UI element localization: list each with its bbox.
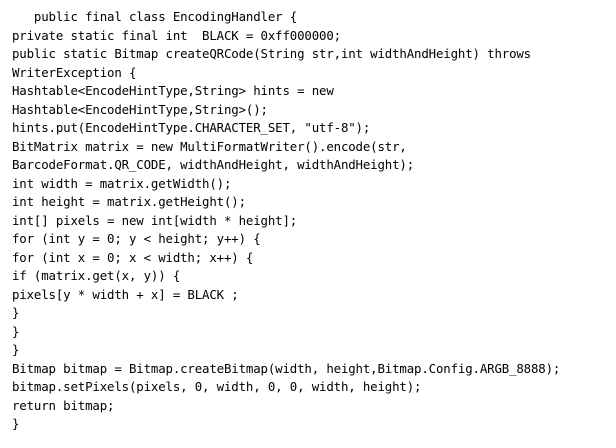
code-line: } [12,342,20,357]
code-line: bitmap.setPixels(pixels, 0, width, 0, 0,… [12,379,422,394]
code-line: private static final int BLACK = 0xff000… [12,27,341,43]
code-line: } [12,305,20,320]
code-line: WriterException { [12,64,137,80]
code-line: int width = matrix.getWidth(); [12,175,232,191]
code-line: Bitmap bitmap = Bitmap.createBitmap(widt… [12,360,561,376]
code-line: int height = matrix.getHeight(); [12,194,246,209]
code-line: public final class EncodingHandler { [12,9,298,24]
code-line: hints.put(EncodeHintType.CHARACTER_SET, … [12,120,371,135]
code-line: pixels[y * width + x] = BLACK ; [12,286,239,302]
code-line: Hashtable<EncodeHintType,String> hints =… [12,83,334,98]
code-line: Hashtable<EncodeHintType,String>(); [12,101,268,117]
code-line: for (int y = 0; y < height; y++) { [12,231,261,246]
code-line: int[] pixels = new int[width * height]; [12,212,298,228]
code-line: } [12,323,20,339]
code-line: } [12,416,20,431]
code-line: return bitmap; [12,397,115,413]
code-line: public static Bitmap createQRCode(String… [12,46,531,61]
code-line: BarcodeFormat.QR_CODE, widthAndHeight, w… [12,157,415,172]
code-line: for (int x = 0; x < width; x++) { [12,249,254,265]
code-line: if (matrix.get(x, y)) { [12,268,181,283]
code-line: BitMatrix matrix = new MultiFormatWriter… [12,138,407,154]
code-block: public final class EncodingHandler { priv… [12,8,612,434]
